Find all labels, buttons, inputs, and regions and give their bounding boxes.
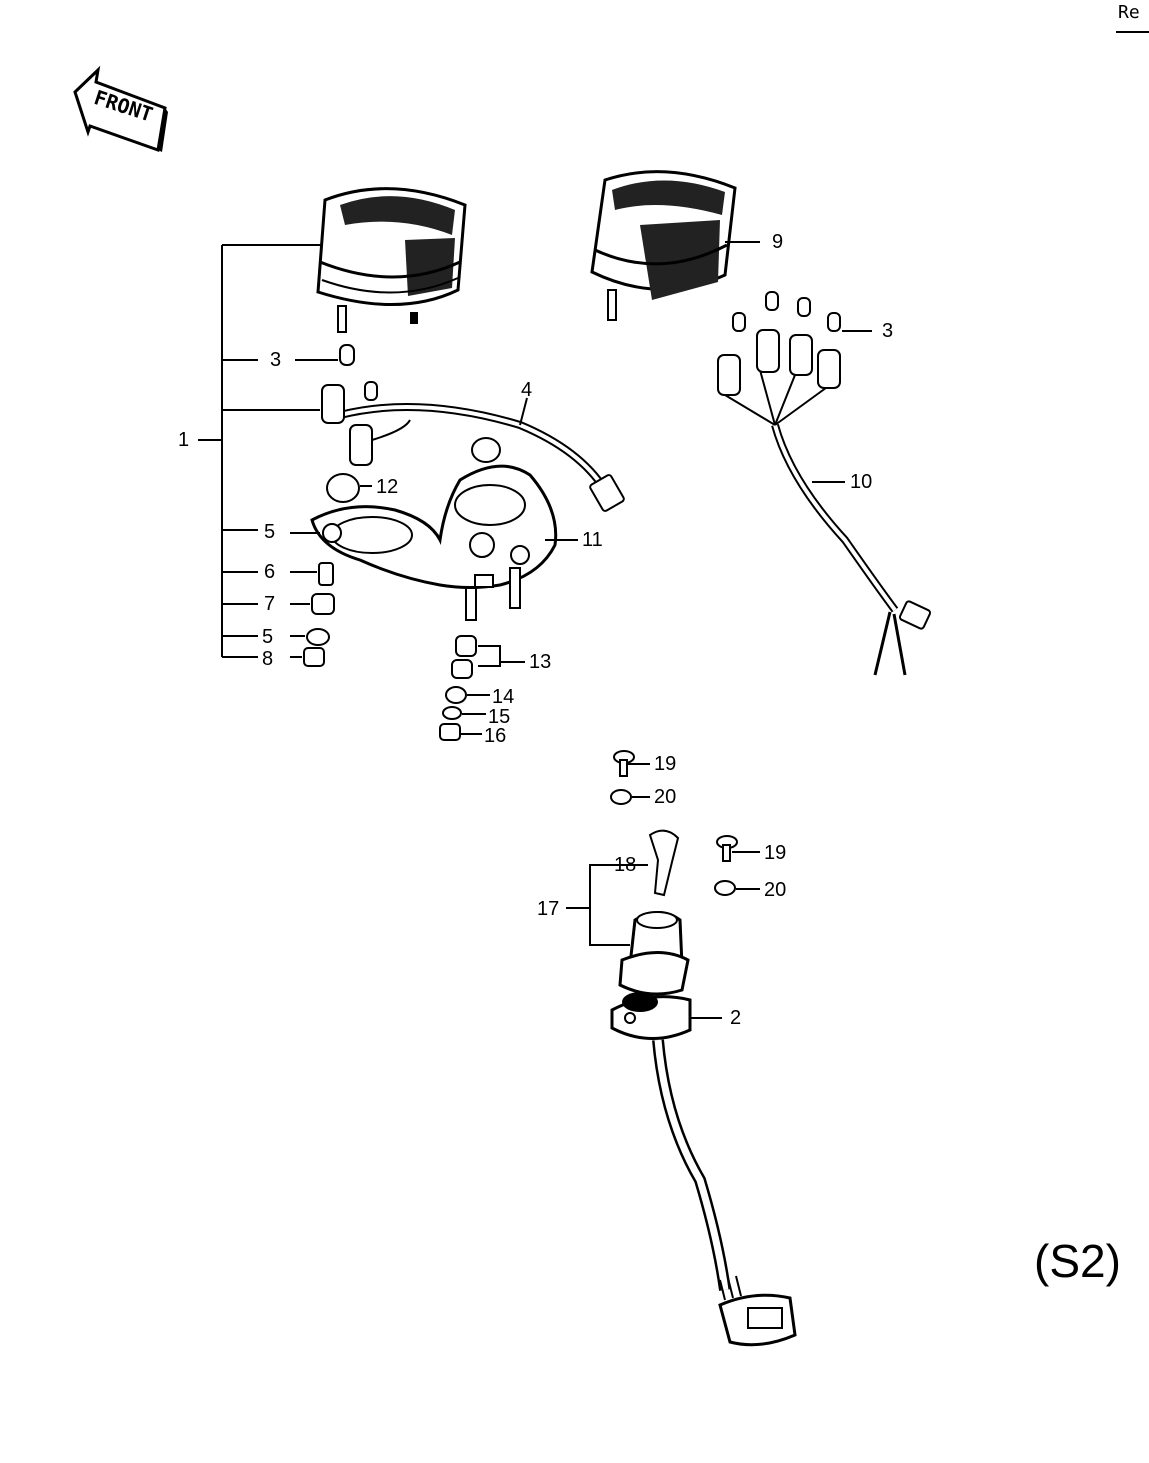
callout-20: 20 — [654, 786, 677, 808]
bulb-socket-icon — [789, 334, 813, 376]
bulb-socket-icon — [717, 354, 741, 396]
washer-icon — [306, 628, 330, 646]
bulb-icon — [765, 291, 779, 311]
screw-shank-icon — [619, 759, 628, 777]
lock-washer-icon — [442, 706, 462, 720]
washer-icon — [610, 789, 632, 805]
front-arrow-icon: FRONT — [73, 65, 168, 153]
callout-15: 15 — [488, 706, 511, 728]
callout-18: 18 — [614, 854, 637, 876]
washer-icon — [322, 523, 342, 543]
washer-icon — [714, 880, 736, 896]
ignition-switch-icon — [610, 829, 797, 1347]
section-code: (S2) — [1034, 1235, 1121, 1287]
bulb-socket-icon — [817, 349, 841, 389]
callout-20: 20 — [764, 879, 787, 901]
callout-6: 6 — [264, 561, 276, 583]
callout-1: 1 — [178, 429, 190, 451]
ref-underline — [1116, 31, 1149, 33]
bulb-icon — [732, 312, 746, 332]
callout-7: 7 — [264, 593, 276, 615]
callout-17: 17 — [537, 898, 560, 920]
callout-19: 19 — [764, 842, 787, 864]
wire-harness-4 — [321, 384, 625, 512]
callout-3: 3 — [270, 349, 282, 371]
callout-5: 5 — [264, 521, 276, 543]
grommet-icon — [326, 473, 360, 503]
bulb-icon — [797, 297, 811, 317]
tachometer-icon — [590, 170, 760, 321]
washer-icon — [445, 686, 467, 704]
connector-icon — [898, 600, 932, 630]
callout-16: 16 — [484, 725, 507, 747]
damper-icon — [455, 635, 477, 657]
callout-19: 19 — [654, 753, 677, 775]
callout-8: 8 — [262, 648, 274, 670]
nut-icon — [303, 647, 325, 667]
wire-harness-10 — [717, 291, 932, 676]
grommet-icon — [471, 437, 501, 463]
assembly-1-bracket — [198, 244, 325, 658]
callout-10: 10 — [850, 471, 873, 493]
callout-3: 3 — [882, 320, 894, 342]
speedometer-icon — [316, 187, 467, 333]
callout-4: 4 — [521, 379, 533, 401]
callout-12: 12 — [376, 476, 399, 498]
callout-14: 14 — [492, 686, 515, 708]
callout-5: 5 — [262, 626, 274, 648]
damper-icon — [451, 659, 473, 679]
damper-icon — [311, 593, 335, 615]
callout-2: 2 — [730, 1007, 742, 1029]
callout-13: 13 — [529, 651, 552, 673]
collar-icon — [318, 562, 334, 586]
ref-text: Re — [1118, 2, 1140, 23]
bulb-icon — [339, 344, 378, 401]
nut-icon — [439, 723, 461, 741]
bulb-socket-icon — [756, 329, 780, 373]
screw-shank-icon — [722, 844, 731, 862]
key-icon — [648, 829, 680, 897]
callout-11: 11 — [582, 529, 603, 551]
callout-9: 9 — [772, 231, 784, 253]
bulb-icon — [827, 312, 841, 332]
